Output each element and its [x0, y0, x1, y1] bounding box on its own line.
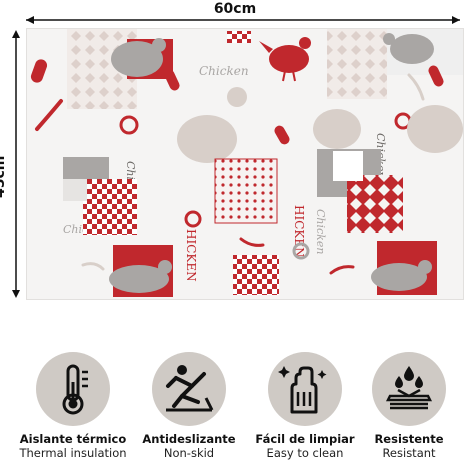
feature-title: Resistente: [374, 432, 444, 446]
svg-text:HICKEN: HICKEN: [184, 229, 198, 282]
feature-resistant: Resistente Resistant: [350, 352, 468, 470]
feature-subtitle: Resistant: [382, 446, 436, 460]
print-text: Chicken: [199, 64, 249, 78]
feature-title: Fácil de limpiar: [255, 432, 355, 446]
water-resistant-icon: [372, 352, 446, 426]
width-dimension-arrow: [26, 16, 460, 24]
slip-person-icon: [152, 352, 226, 426]
svg-text:Chicken: Chicken: [314, 209, 327, 254]
width-label: 60cm: [213, 1, 257, 17]
red-chicken-print: [259, 37, 311, 82]
placemat-product: Chicken Chicken HICKEN Chicken HICKEN Ch…: [26, 28, 464, 300]
features-row: Aislante térmico Thermal insulation Anti…: [0, 352, 470, 470]
feature-subtitle: Thermal insulation: [19, 446, 127, 460]
feature-subtitle: Non-skid: [163, 446, 215, 460]
thermometer-icon: [36, 352, 110, 426]
placemat-pattern: Chicken Chicken HICKEN Chicken HICKEN Ch…: [30, 29, 463, 297]
feature-title: Antideslizante: [142, 432, 236, 446]
feature-easy-clean: Fácil de limpiar Easy to clean: [246, 352, 364, 470]
height-dimension-arrow: [12, 30, 20, 298]
feature-nonskid: Antideslizante Non-skid: [130, 352, 248, 470]
feature-title: Aislante térmico: [19, 432, 127, 446]
feature-subtitle: Easy to clean: [266, 446, 344, 460]
cleaning-hand-icon: [268, 352, 342, 426]
feature-thermal: Aislante térmico Thermal insulation: [14, 352, 132, 470]
